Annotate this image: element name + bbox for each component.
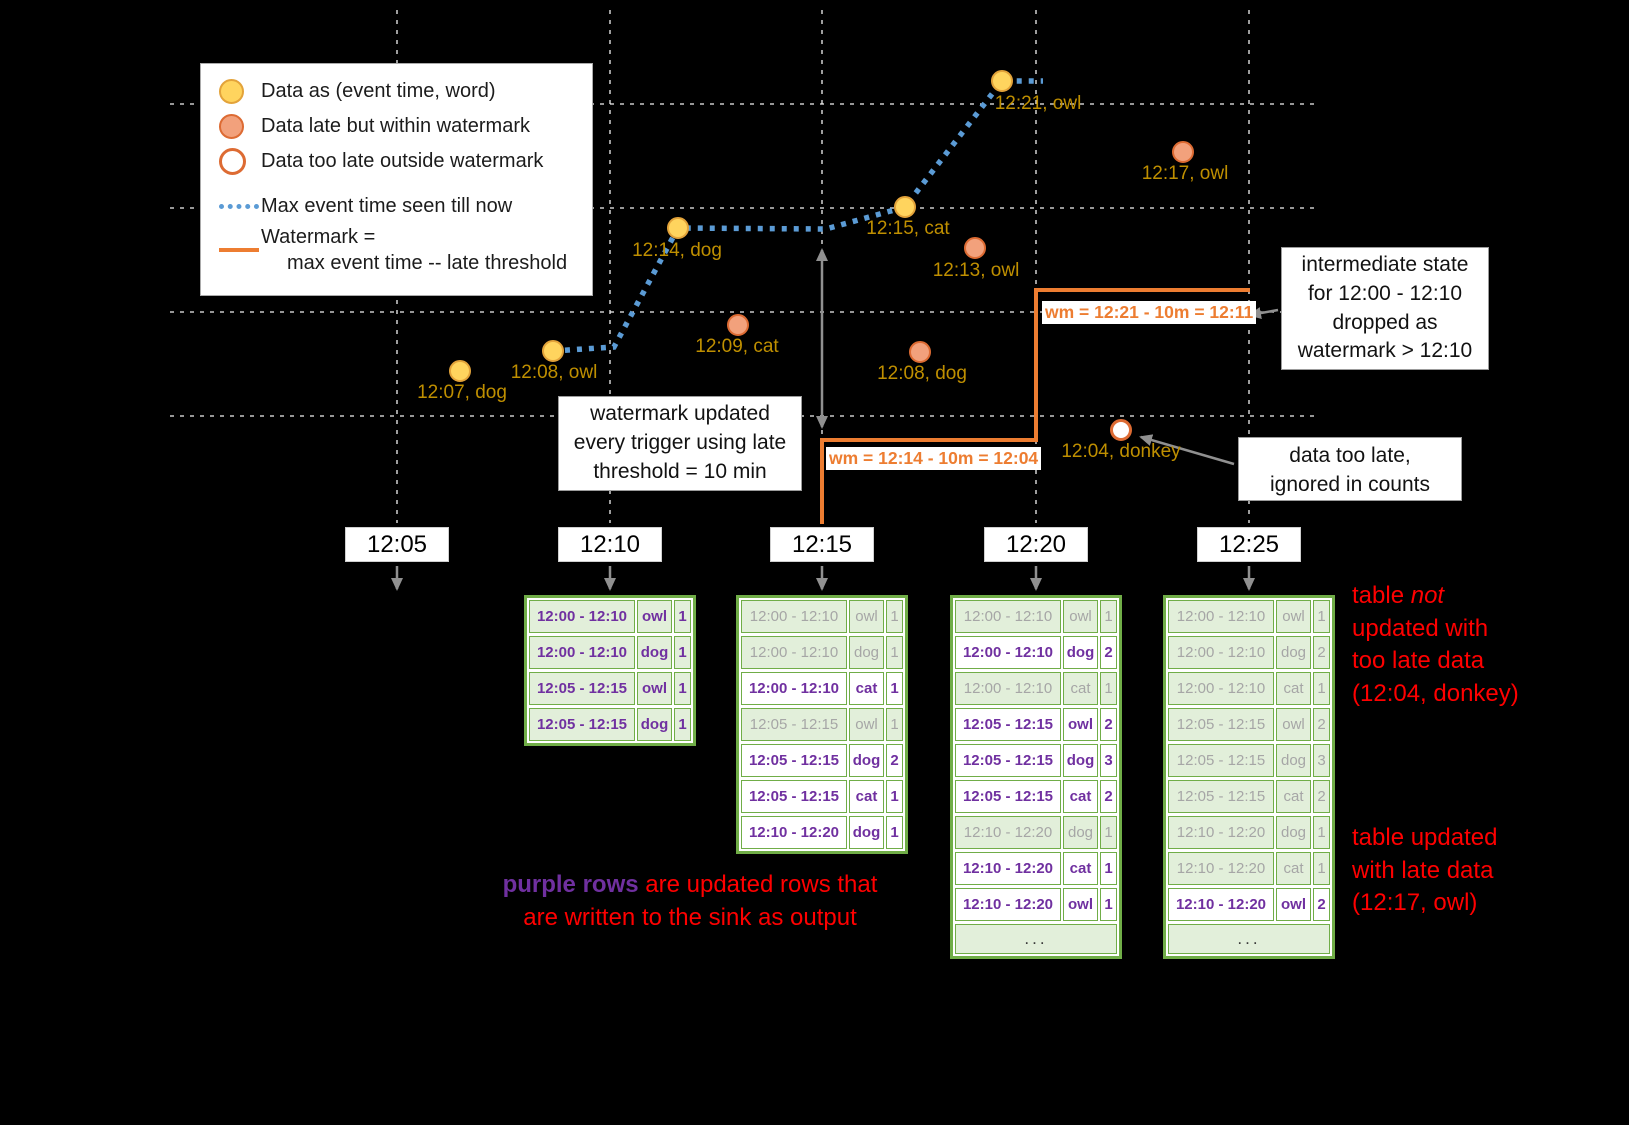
- legend-label: Data as (event time, word): [261, 78, 496, 104]
- late-dot-icon: [213, 114, 261, 139]
- legend-label: Data late but within watermark: [261, 113, 530, 139]
- legend-sublabel: max event time -- late threshold: [287, 252, 568, 275]
- legend-item-toolate: Data too late outside watermark: [213, 144, 580, 179]
- legend-items: Data as (event time, word) Data late but …: [213, 74, 580, 277]
- note-line: table not: [1352, 580, 1519, 613]
- max-event-time-line: [552, 78, 1043, 354]
- purple-rows-highlight: purple rows: [502, 871, 639, 898]
- too-late-arrow: [1139, 434, 1235, 466]
- callout-intermediate-state-dropped: intermediate state for 12:00 - 12:10 dro…: [1281, 247, 1489, 370]
- note-line: too late data: [1352, 647, 1485, 675]
- callout-watermark-update: watermark updated every trigger using la…: [558, 396, 802, 491]
- watermark-line: [820, 288, 1250, 524]
- legend-label-line: Data as (event time, word): [261, 80, 496, 103]
- watermark-line-icon: [213, 248, 261, 252]
- gray-arrows: [391, 248, 1279, 591]
- note-line: (12:04, donkey): [1352, 679, 1519, 707]
- note-line: (12:17, owl): [1352, 889, 1478, 917]
- legend: Data as (event time, word) Data late but …: [200, 63, 593, 296]
- note-line: updated with: [1352, 614, 1489, 642]
- legend-label-line: Data late but within watermark: [261, 115, 531, 138]
- legend-label: Max event time seen till now: [261, 193, 512, 219]
- note-table-not-updated: table not updated with too late data (12…: [1352, 580, 1519, 711]
- note-table-updated-with-late-data: table updated with late data (12:17, owl…: [1352, 822, 1497, 920]
- note-line: table updated: [1352, 824, 1498, 851]
- legend-item-watermark: Watermark = max event time -- late thresh…: [213, 224, 580, 277]
- legend-item-ontime: Data as (event time, word): [213, 74, 580, 109]
- legend-item-late: Data late but within watermark: [213, 109, 580, 144]
- legend-label-line: Watermark =: [261, 226, 376, 248]
- note-text: are updated rows that: [638, 871, 878, 898]
- max-event-time-line-icon: [213, 204, 261, 209]
- legend-label-line: Max event time seen till now: [261, 195, 513, 218]
- ontime-dot-icon: [213, 79, 261, 104]
- note-line: with late data: [1352, 856, 1494, 884]
- note-text: table: [1352, 582, 1411, 609]
- note-text-italic: not: [1410, 582, 1445, 609]
- legend-label: Watermark = max event time -- late thresh…: [261, 224, 567, 277]
- legend-item-max-line: Max event time seen till now: [213, 189, 580, 224]
- note-text: are written to the sink as output: [523, 903, 857, 931]
- note-purple-rows: purple rows are updated rows that are wr…: [425, 869, 955, 934]
- legend-label-line: Data too late outside watermark: [261, 150, 544, 173]
- watermark-value-label-1215: wm = 12:14 - 10m = 12:04: [826, 447, 1042, 470]
- legend-label: Data too late outside watermark: [261, 148, 543, 174]
- callout-data-too-late: data too late, ignored in counts: [1238, 437, 1462, 501]
- watermark-value-label-1220: wm = 12:21 - 10m = 12:11: [1042, 301, 1257, 324]
- too-late-dot-icon: [213, 148, 261, 175]
